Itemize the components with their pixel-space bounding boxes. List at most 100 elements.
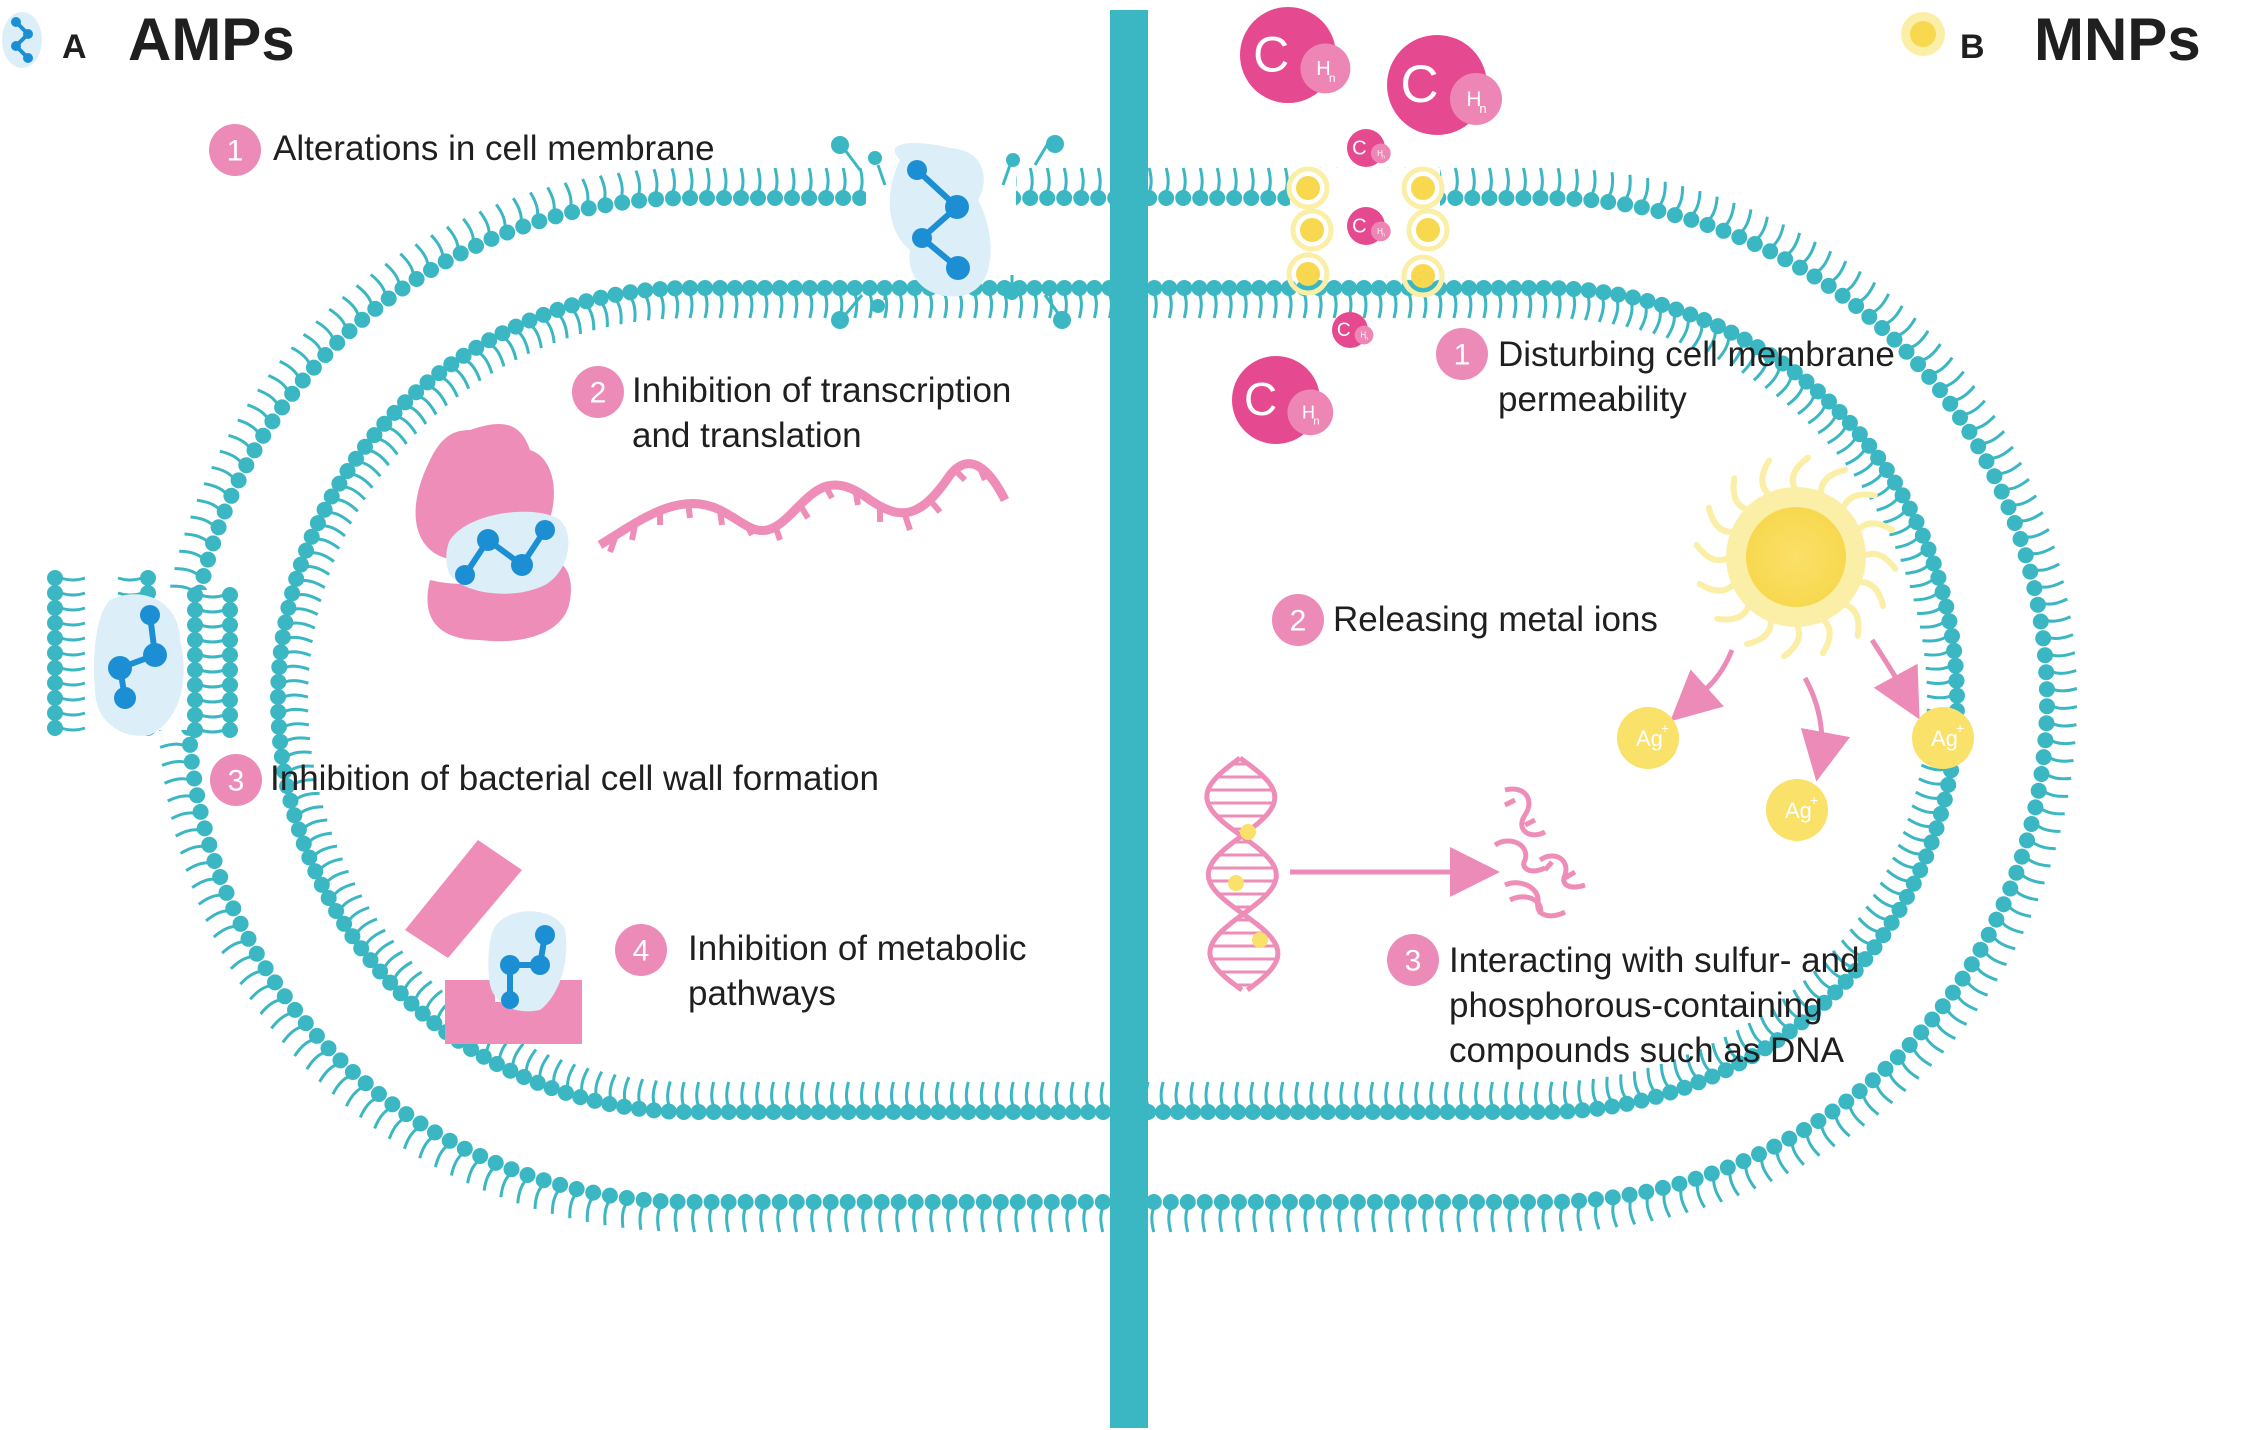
lipid-tail <box>1033 293 1038 319</box>
lipid-head <box>1938 598 1955 615</box>
lipid-tail <box>853 293 859 319</box>
step-number: 3 <box>1405 945 1422 978</box>
lipid-tail <box>1459 1081 1465 1107</box>
lipid-tail <box>1822 960 1842 980</box>
lipid-tail <box>1698 1048 1711 1073</box>
lipid-head <box>915 1104 932 1120</box>
lipid-tail <box>1309 1081 1315 1107</box>
lipid-head <box>382 974 399 991</box>
lipid-head <box>1334 1104 1351 1120</box>
lipid-tail <box>190 515 215 527</box>
lipid-head <box>1617 196 1634 213</box>
lipid-head <box>1731 229 1748 246</box>
lipid-tail <box>283 693 309 699</box>
lipid-tail <box>1269 1207 1275 1233</box>
lipid-head <box>1215 1104 1231 1120</box>
lipid-head <box>1671 1175 1688 1192</box>
lipid-tail <box>179 844 204 855</box>
lipid-head <box>1709 318 1726 335</box>
nanoparticle-icon <box>1901 12 1945 56</box>
lipid-head <box>1554 1193 1570 1210</box>
ribosome-icon <box>415 424 571 642</box>
lipid-tail <box>1888 1072 1907 1093</box>
lipid-tail <box>373 1107 390 1130</box>
lipid-head <box>1460 280 1477 296</box>
lipid-tail <box>1849 928 1871 946</box>
lipid-tail <box>1198 167 1204 193</box>
lipid-head <box>900 1104 917 1120</box>
lipid-head <box>1952 409 1968 426</box>
panel-b-header: B MNPs <box>1901 6 2201 73</box>
lipid-head <box>1247 1194 1264 1210</box>
lipid-head <box>2002 880 2019 897</box>
lipid-head <box>1851 426 1868 443</box>
lipid-head <box>1988 911 2005 928</box>
lipid-tail <box>1559 1207 1565 1233</box>
lipid-head <box>2029 596 2046 613</box>
lipid-tail <box>705 167 711 193</box>
lipid-tail <box>1974 414 1996 431</box>
lipid-tail <box>1504 167 1510 193</box>
lipid-tail <box>785 1081 791 1107</box>
lipid-tail <box>301 578 326 589</box>
lipid-head <box>1162 1194 1179 1210</box>
lipid-tail <box>1607 171 1615 197</box>
lipid-tail <box>680 1081 686 1107</box>
lipid-head <box>280 599 297 616</box>
lipid-head <box>1566 190 1583 207</box>
lipid-head <box>320 890 337 906</box>
lipid-head <box>354 311 371 328</box>
lipid-tail <box>929 1207 935 1233</box>
lipid-head <box>1196 1194 1213 1210</box>
peptide-icon <box>2 12 42 68</box>
lipid-head <box>765 1104 782 1120</box>
lipid-tail <box>773 167 779 193</box>
lipid-tail <box>308 831 333 843</box>
lipid-tail <box>1215 167 1221 193</box>
lipid-tail <box>179 549 204 560</box>
lipid-tail <box>1201 1207 1207 1233</box>
lipid-tail <box>2007 477 2030 491</box>
lipid-tail <box>203 482 228 495</box>
lipid-tail <box>398 415 418 435</box>
lipid-head <box>1600 194 1617 210</box>
bound-nanoparticle <box>1228 875 1244 891</box>
bound-nanoparticle <box>1252 932 1268 948</box>
lipid-head <box>468 237 484 254</box>
lipid-tail <box>566 1063 577 1088</box>
lipid-head <box>1281 1194 1298 1210</box>
lipid-tail <box>1695 1184 1706 1209</box>
svg-text:C: C <box>1352 215 1366 237</box>
lipid-tail <box>2007 905 2032 918</box>
lipid-tail <box>755 1081 761 1107</box>
lipid-tail <box>402 1127 419 1150</box>
lipid-tail <box>1652 310 1662 335</box>
lipid-head <box>1918 848 1935 865</box>
silver-nanoparticle-icon <box>1693 454 1899 660</box>
panel-a-step-1: 1 Alterations in cell membrane <box>209 124 715 176</box>
lipid-tail <box>845 1081 850 1107</box>
lipid-tail <box>718 293 724 319</box>
lipid-tail <box>1218 1207 1224 1233</box>
lipid-head <box>1699 217 1716 233</box>
lipid-head <box>856 1194 873 1210</box>
lipid-head <box>1948 672 1965 689</box>
lipid-tail <box>1181 167 1187 193</box>
lipid-head <box>419 374 436 391</box>
lipid-tail <box>580 1067 590 1092</box>
lipid-head <box>271 659 288 675</box>
lipid-head <box>756 280 773 296</box>
lipid-tail <box>369 449 390 467</box>
lipid-tail <box>1474 1081 1480 1107</box>
lipid-head <box>210 519 227 536</box>
lipid-tail <box>393 960 413 980</box>
lipid-head <box>1847 962 1864 979</box>
lipid-tail <box>973 293 979 319</box>
lipid-tail <box>1031 1207 1037 1233</box>
lipid-tail <box>279 360 300 378</box>
lipid-tail <box>1926 694 1952 700</box>
lipid-head <box>397 394 414 411</box>
lipid-head <box>1870 449 1887 466</box>
lipid-head <box>981 280 998 296</box>
